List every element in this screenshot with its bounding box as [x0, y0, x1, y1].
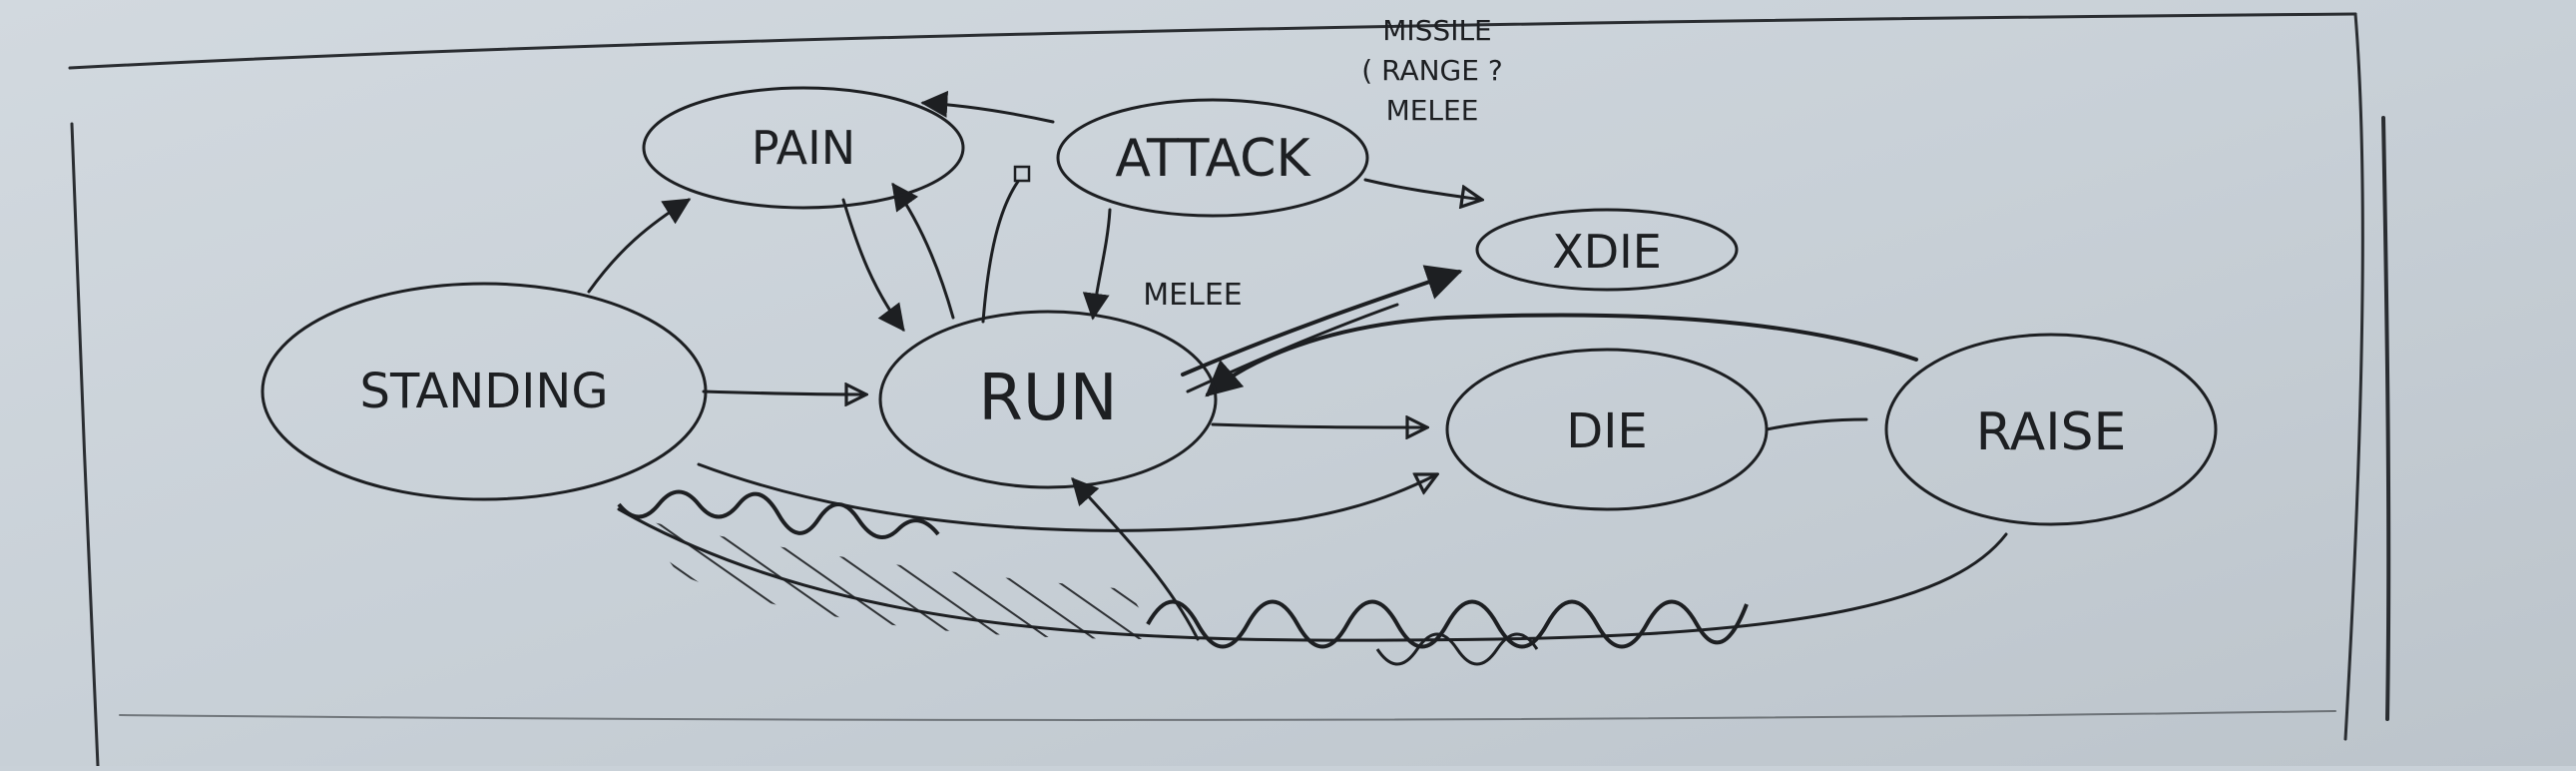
label-standing: STANDING	[359, 364, 608, 419]
edge-attack-pain	[920, 90, 1055, 124]
label-xdie: XDIE	[1552, 225, 1662, 279]
edge-start-square	[1013, 165, 1031, 183]
edge-attack-xdie	[1363, 178, 1482, 200]
label-die: DIE	[1566, 403, 1647, 459]
label-run: RUN	[978, 362, 1117, 435]
state-labels: PAIN ATTACK XDIE STANDING RUN DIE RAISE	[359, 121, 2126, 462]
state-die	[1445, 348, 1769, 511]
edge-run-attack	[981, 173, 1025, 324]
edge-die-raise	[1765, 417, 1868, 431]
scribble-hatching	[617, 489, 1749, 666]
state-xdie	[1475, 208, 1739, 292]
edge-raise-run	[1205, 313, 1918, 397]
states	[260, 86, 2218, 526]
edge-run-pain	[891, 182, 955, 320]
state-run	[878, 310, 1218, 489]
edge-pain-run	[841, 198, 905, 333]
state-standing	[260, 282, 708, 501]
frame-border	[68, 12, 2391, 768]
edge-attack-run	[1082, 208, 1112, 321]
transitions	[587, 90, 2008, 642]
edge-standing-pain	[587, 198, 692, 294]
state-pain	[642, 86, 965, 210]
note-melee: MELEE	[1386, 94, 1479, 127]
edge-label-melee: MELEE	[1143, 278, 1242, 313]
edge-run-xdie	[1181, 265, 1463, 377]
state-attack	[1056, 98, 1369, 218]
label-raise: RAISE	[1976, 402, 2127, 462]
label-pain: PAIN	[752, 121, 855, 175]
edge-run-die	[1211, 424, 1427, 427]
state-raise	[1884, 333, 2218, 526]
note-missile: MISSILE	[1382, 14, 1492, 47]
note-range: ( RANGE ?	[1361, 54, 1502, 87]
label-attack: ATTACK	[1115, 129, 1311, 189]
edge-standing-run	[702, 391, 866, 394]
annotations: MISSILE ( RANGE ? MELEE MELEE	[1143, 14, 1502, 313]
edge-bottom-run	[1071, 476, 1200, 641]
